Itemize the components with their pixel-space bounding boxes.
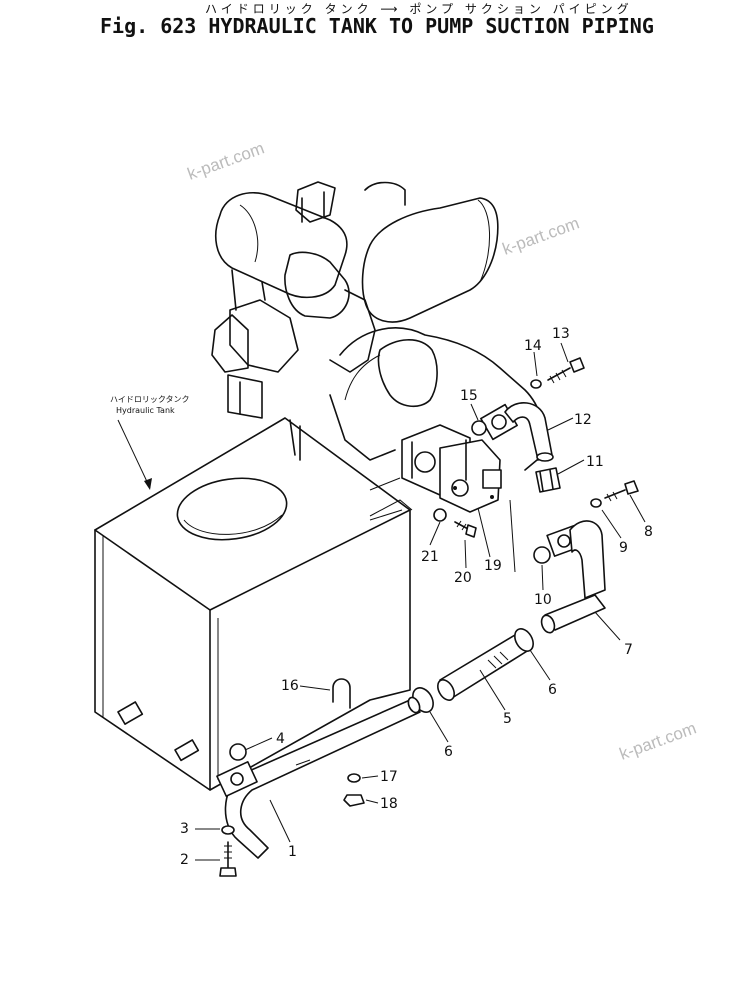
watermark-4: k-part.com <box>617 718 699 763</box>
tank-leader <box>117 419 151 489</box>
suction-elbow-12 <box>480 402 554 462</box>
callout-18: 18 <box>380 796 398 812</box>
callout-19: 19 <box>484 558 502 574</box>
bolt-8 <box>604 480 639 502</box>
callout-15: 15 <box>460 388 478 404</box>
callout-5: 5 <box>503 711 512 727</box>
washer-21 <box>433 508 447 522</box>
callout-21: 21 <box>421 549 439 565</box>
watermark-2: k-part.com <box>500 213 582 258</box>
engine-outline <box>211 181 546 471</box>
callout-20: 20 <box>454 570 472 586</box>
callout-10: 10 <box>534 592 552 608</box>
callout-9: 9 <box>619 540 628 556</box>
washer-14 <box>530 379 542 389</box>
bolt-2 <box>219 841 237 877</box>
callout-14: 14 <box>524 338 542 354</box>
callout-8: 8 <box>644 524 653 540</box>
o-ring-4 <box>229 743 247 761</box>
callout-1: 1 <box>288 844 297 860</box>
tank-filler-cap <box>176 477 288 541</box>
callout-6-lower: 6 <box>444 744 453 760</box>
callout-11: 11 <box>586 454 604 470</box>
japanese-title: ハイドロリック タンク ⟶ ポンプ サクション パイピング <box>205 2 633 16</box>
washer-3 <box>221 825 235 835</box>
callout-17: 17 <box>380 769 398 785</box>
hydraulic-pump <box>369 424 516 573</box>
u-bolt-16 <box>332 678 351 709</box>
watermark-1: k-part.com <box>185 138 267 183</box>
bolt-13 <box>547 357 585 384</box>
suction-pipe-1 <box>216 696 421 859</box>
leader-lines <box>195 342 646 861</box>
tank-label-english: Hydraulic Tank <box>116 406 175 415</box>
hose-11 <box>535 467 561 493</box>
callout-7: 7 <box>624 642 633 658</box>
washer-17 <box>347 773 361 783</box>
washer-9 <box>590 498 602 508</box>
bolt-20 <box>454 520 477 538</box>
callout-12: 12 <box>574 412 592 428</box>
hydraulic-tank <box>94 417 413 791</box>
callout-16: 16 <box>281 678 299 694</box>
tank-label-japanese: ハイドロリックタンク <box>110 395 190 404</box>
nut-18 <box>343 794 365 807</box>
o-ring-15 <box>471 420 487 436</box>
figure-title: Fig. 623 HYDRAULIC TANK TO PUMP SUCTION … <box>100 14 654 38</box>
elbow-pipe-7 <box>540 520 606 634</box>
callout-4: 4 <box>276 731 285 747</box>
o-ring-10 <box>533 546 551 564</box>
tank-drain-plate <box>117 701 144 725</box>
callout-13: 13 <box>552 326 570 342</box>
tank-side-plate <box>174 739 200 762</box>
callout-6-upper: 6 <box>548 682 557 698</box>
callout-2: 2 <box>180 852 189 868</box>
callout-3: 3 <box>180 821 189 837</box>
